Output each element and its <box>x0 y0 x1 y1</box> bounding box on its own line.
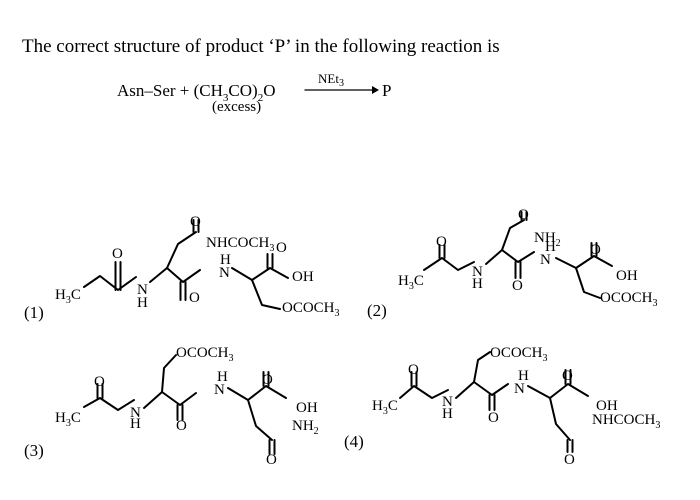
oxygen-label: O <box>276 240 287 256</box>
oxygen-label: O <box>590 242 601 258</box>
backbone-bond <box>399 385 449 399</box>
oxygen-label: O <box>189 290 200 306</box>
amide-h-label: H <box>217 369 228 385</box>
amide-h-label: H <box>220 252 231 268</box>
amide-n-label: N <box>540 252 551 268</box>
backbone-bond <box>423 257 475 271</box>
ester-label: OCOCH3 <box>490 345 548 364</box>
oxygen-label: O <box>94 374 105 390</box>
oxygen-label: O <box>488 410 499 426</box>
hydroxyl-label: OH <box>292 269 314 285</box>
amide-h-label: H <box>130 416 141 432</box>
amide-h-label: H <box>545 239 556 255</box>
amide-n-label: N <box>214 382 225 398</box>
reactant-text: Asn–Ser + (CH3CO)2O <box>117 81 275 104</box>
backbone-bond <box>143 391 197 409</box>
option-1-number: (1) <box>24 303 44 322</box>
side-chain-label: NH2 <box>534 230 561 249</box>
question-text: The correct structure of product ‘P’ in … <box>22 36 500 57</box>
hydroxyl-label: OH <box>596 398 618 414</box>
ester-label: OCOCH3 <box>282 300 340 319</box>
oxygen-label: O <box>564 452 575 468</box>
backbone-bond <box>83 275 137 291</box>
oxygen-label: O <box>562 368 573 384</box>
methyl-label: H3C <box>398 273 424 292</box>
option-4-number: (4) <box>344 432 364 451</box>
option-3-number: (3) <box>24 441 44 460</box>
amide-n-label: N <box>442 394 453 410</box>
ester-label: OCOCH3 <box>600 290 658 309</box>
amide-n-label: N <box>137 282 148 298</box>
backbone-bond <box>455 381 509 399</box>
oxygen-label: O <box>176 418 187 434</box>
amide-h-label: H <box>442 406 453 422</box>
oxygen-label: O <box>190 214 201 230</box>
reagent-label: NEt3 <box>318 71 344 89</box>
methyl-label: H3C <box>372 398 398 417</box>
side-chain-label: NHCOCH3 <box>592 412 660 431</box>
oxygen-label: O <box>112 246 123 262</box>
option-2-number: (2) <box>367 301 387 320</box>
amide-n-label: N <box>472 264 483 280</box>
ester-bond <box>161 354 177 393</box>
ester-bond <box>473 351 491 383</box>
product-label: P <box>382 81 391 100</box>
reaction-equation: Asn–Ser + (CH3CO)2O (excess) NEt3 P <box>117 71 391 115</box>
oxygen-label: O <box>266 452 277 468</box>
backbone-bond <box>149 267 201 283</box>
amide-h-label: H <box>518 368 529 384</box>
side-chain-label: NH2 <box>292 418 319 437</box>
methyl-label: H3C <box>55 410 81 429</box>
ester-bond <box>251 279 281 310</box>
amide-n-label: N <box>514 381 525 397</box>
ester-bond <box>575 267 601 299</box>
methyl-label: H3C <box>55 287 81 306</box>
ester-label: OCOCH3 <box>176 345 234 364</box>
amide-n-label: N <box>130 405 141 421</box>
backbone-bond <box>227 385 287 401</box>
arrow-head-icon <box>372 86 379 94</box>
amide-h-label: H <box>472 276 483 292</box>
backbone-bond <box>231 267 289 281</box>
oxygen-label: O <box>262 372 273 388</box>
hydroxyl-label: OH <box>296 400 318 416</box>
backbone-bond <box>555 255 613 269</box>
oxygen-label: O <box>408 362 419 378</box>
hydroxyl-label: OH <box>616 268 638 284</box>
oxygen-label: O <box>436 234 447 250</box>
backbone-bond <box>83 397 135 411</box>
side-chain-bond <box>501 219 525 251</box>
amide-h-label: H <box>137 295 148 311</box>
side-chain-bond <box>166 231 197 269</box>
oxygen-label: O <box>512 278 523 294</box>
side-chain-bond <box>247 399 273 441</box>
oxygen-label: O <box>518 207 529 223</box>
side-chain-bond <box>549 397 571 441</box>
amide-n-label: N <box>219 265 230 281</box>
excess-label: (excess) <box>212 99 261 115</box>
backbone-bond <box>485 249 535 265</box>
backbone-bond <box>527 383 589 399</box>
side-chain-label: NHCOCH3 <box>206 235 274 254</box>
